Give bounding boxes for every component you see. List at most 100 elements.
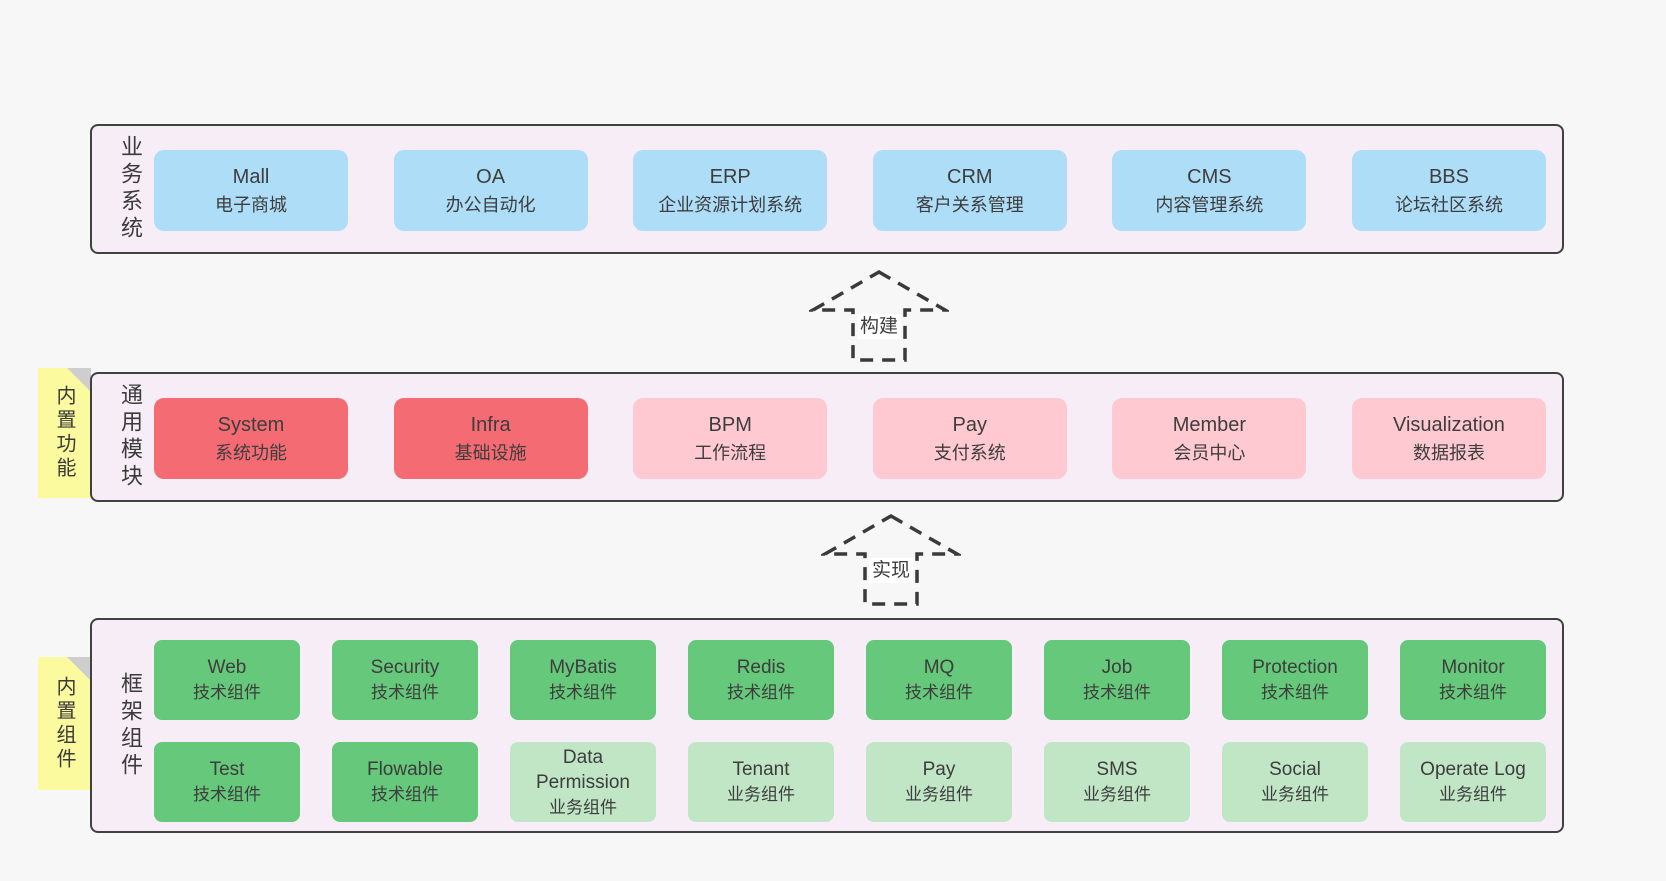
box-mybatis: MyBatis 技术组件 [510,640,656,720]
box-system: System 系统功能 [154,398,348,479]
box-subtitle: 支付系统 [933,442,1006,463]
box-title: CMS [1187,165,1232,188]
box-title: Visualization [1393,413,1505,436]
box-title: Pay [922,759,956,780]
arrow-implement: 实现 [821,512,961,608]
box-subtitle: 技术组件 [1261,683,1329,702]
panel-common-modules: 通用模块 System 系统功能 Infra 基础设施 BPM 工作流程 Pay 支付系统 Me… [90,372,1564,502]
box-title: OA [476,165,506,188]
modules-box-row: System 系统功能 Infra 基础设施 BPM 工作流程 Pay 支付系统 Member 会… [154,398,1546,479]
box-subtitle: 数据报表 [1412,442,1485,463]
box-oa: OA 办公自动化 [393,150,588,231]
box-title: BBS [1428,165,1469,188]
box-subtitle: 技术组件 [727,683,795,702]
box-bbs: BBS 论坛社区系统 [1351,150,1546,231]
box-flowable: Flowable 技术组件 [332,742,478,822]
box-job: Job 技术组件 [1044,640,1190,720]
box-title: Mall [232,165,270,188]
box-test: Test 技术组件 [154,742,300,822]
box-title: Job [1101,657,1133,678]
box-subtitle: 工作流程 [694,442,767,463]
box-subtitle: 会员中心 [1173,442,1246,463]
box-title: ERP [709,165,751,188]
panel-label-business-systems: 业务系统 [118,135,143,243]
box-mall: Mall 电子商城 [154,150,348,231]
box-title: Data Permission [536,746,630,793]
box-pay: Pay 支付系统 [872,398,1067,479]
box-subtitle: 技术组件 [1083,683,1151,702]
box-title: MyBatis [549,657,617,678]
box-title: Protection [1252,657,1338,678]
box-subtitle: 客户关系管理 [915,194,1024,215]
box-title: Member [1172,413,1247,436]
box-subtitle: 技术组件 [371,683,439,702]
box-title: Operate Log [1420,759,1526,780]
arrow-build: 构建 [809,268,949,364]
box-title: Test [209,759,245,780]
box-web: Web 技术组件 [154,640,300,720]
box-subtitle: 业务组件 [1261,785,1329,804]
arrow-label: 构建 [856,314,902,339]
box-title: Flowable [366,759,444,780]
box-subtitle: 基础设施 [454,442,527,463]
box-title: System [217,413,285,436]
box-title: Redis [736,657,786,678]
panel-label-common-modules: 通用模块 [118,383,143,491]
panel-label-framework-components: 框架组件 [118,671,143,780]
box-title: BPM [708,413,752,436]
box-social: Social 业务组件 [1222,742,1368,822]
box-cms: CMS 内容管理系统 [1112,150,1307,231]
box-protection: Protection 技术组件 [1222,640,1368,720]
box-visualization: Visualization 数据报表 [1351,398,1546,479]
box-title: MQ [923,657,955,678]
box-subtitle: 技术组件 [1439,683,1507,702]
folded-corner-icon [67,368,91,392]
box-subtitle: 业务组件 [1083,785,1151,804]
box-tenant: Tenant 业务组件 [688,742,834,822]
arrow-label: 实现 [868,558,914,583]
box-security: Security 技术组件 [332,640,478,720]
box-subtitle: 电子商城 [215,194,287,215]
box-subtitle: 技术组件 [549,683,617,702]
box-mq: MQ 技术组件 [866,640,1012,720]
box-subtitle: 内容管理系统 [1155,194,1264,215]
box-subtitle: 业务组件 [1439,785,1507,804]
box-subtitle: 论坛社区系统 [1394,194,1503,215]
box-monitor: Monitor 技术组件 [1400,640,1546,720]
box-subtitle: 业务组件 [549,797,617,817]
box-subtitle: 业务组件 [727,785,795,804]
box-title: Infra [470,413,511,436]
box-sms: SMS 业务组件 [1044,742,1190,822]
box-subtitle: 技术组件 [371,785,439,804]
box-subtitle: 企业资源计划系统 [658,194,803,215]
box-operate-log: Operate Log 业务组件 [1400,742,1546,822]
box-title: Pay [952,413,988,436]
box-title: SMS [1096,759,1138,780]
sticky-note-built-in-components: 内置组件 [38,657,91,790]
folded-corner-icon [67,657,91,681]
box-title: Tenant [732,759,790,780]
note-label: 内置组件 [53,675,75,772]
box-bpm: BPM 工作流程 [633,398,828,479]
box-title: Web [207,657,247,678]
box-subtitle: 技术组件 [193,683,261,702]
note-label: 内置功能 [53,385,75,481]
box-subtitle: 办公自动化 [445,194,536,215]
box-title: Social [1269,759,1321,780]
box-subtitle: 系统功能 [215,442,287,463]
box-title: Security [370,657,440,678]
box-subtitle: 业务组件 [905,785,973,804]
box-erp: ERP 企业资源计划系统 [633,150,828,231]
box-data-permission: Data Permission 业务组件 [510,742,656,822]
box-subtitle: 技术组件 [905,683,973,702]
box-pay: Pay 业务组件 [866,742,1012,822]
box-redis: Redis 技术组件 [688,640,834,720]
box-title: Monitor [1441,657,1505,678]
box-subtitle: 技术组件 [193,785,261,804]
